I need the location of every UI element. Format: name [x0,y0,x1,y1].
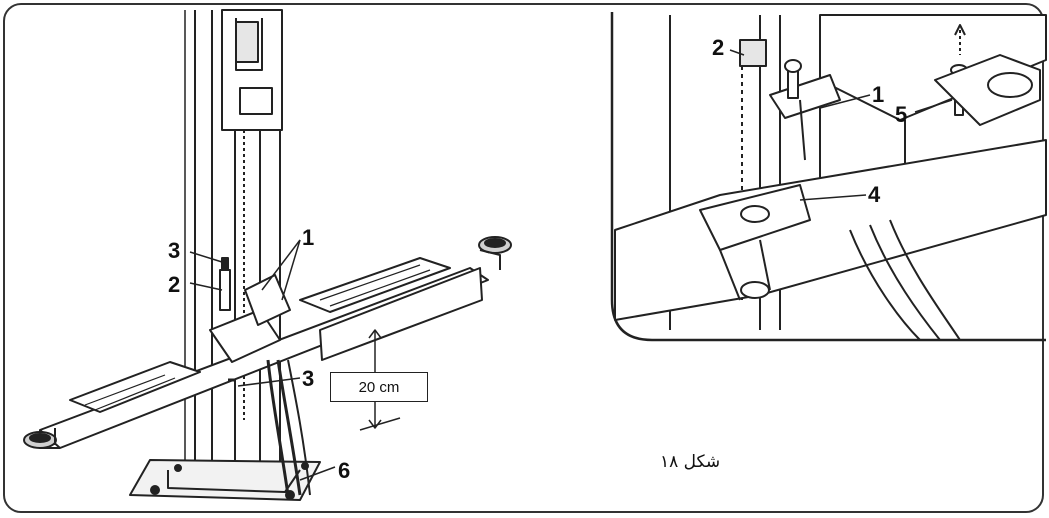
lift-arm [23,236,512,449]
callout-6-left: 6 [338,458,350,483]
callout-2-inset: 2 [712,35,724,60]
callout-4-inset: 4 [868,182,881,207]
inset-drawing [614,14,1047,341]
callout-3-left-upper: 3 [168,238,180,263]
inset-frame [610,12,1046,342]
dimension-label: 20 cm [330,372,428,402]
figure-caption: شکل ۱۸ [660,452,721,472]
column-base-plate [129,459,321,501]
callout-2-left: 2 [168,272,180,297]
lift-column [184,9,283,480]
left-leader-lines [189,239,336,481]
inset-leader-lines [729,49,953,201]
arm-pivot-assembly [209,257,291,382]
outer-frame [3,3,1044,513]
callout-1-inset: 1 [872,82,884,107]
callout-1-left: 1 [302,225,314,250]
callout-3-left-lower: 3 [302,366,314,391]
callout-5-inset: 5 [895,102,907,127]
